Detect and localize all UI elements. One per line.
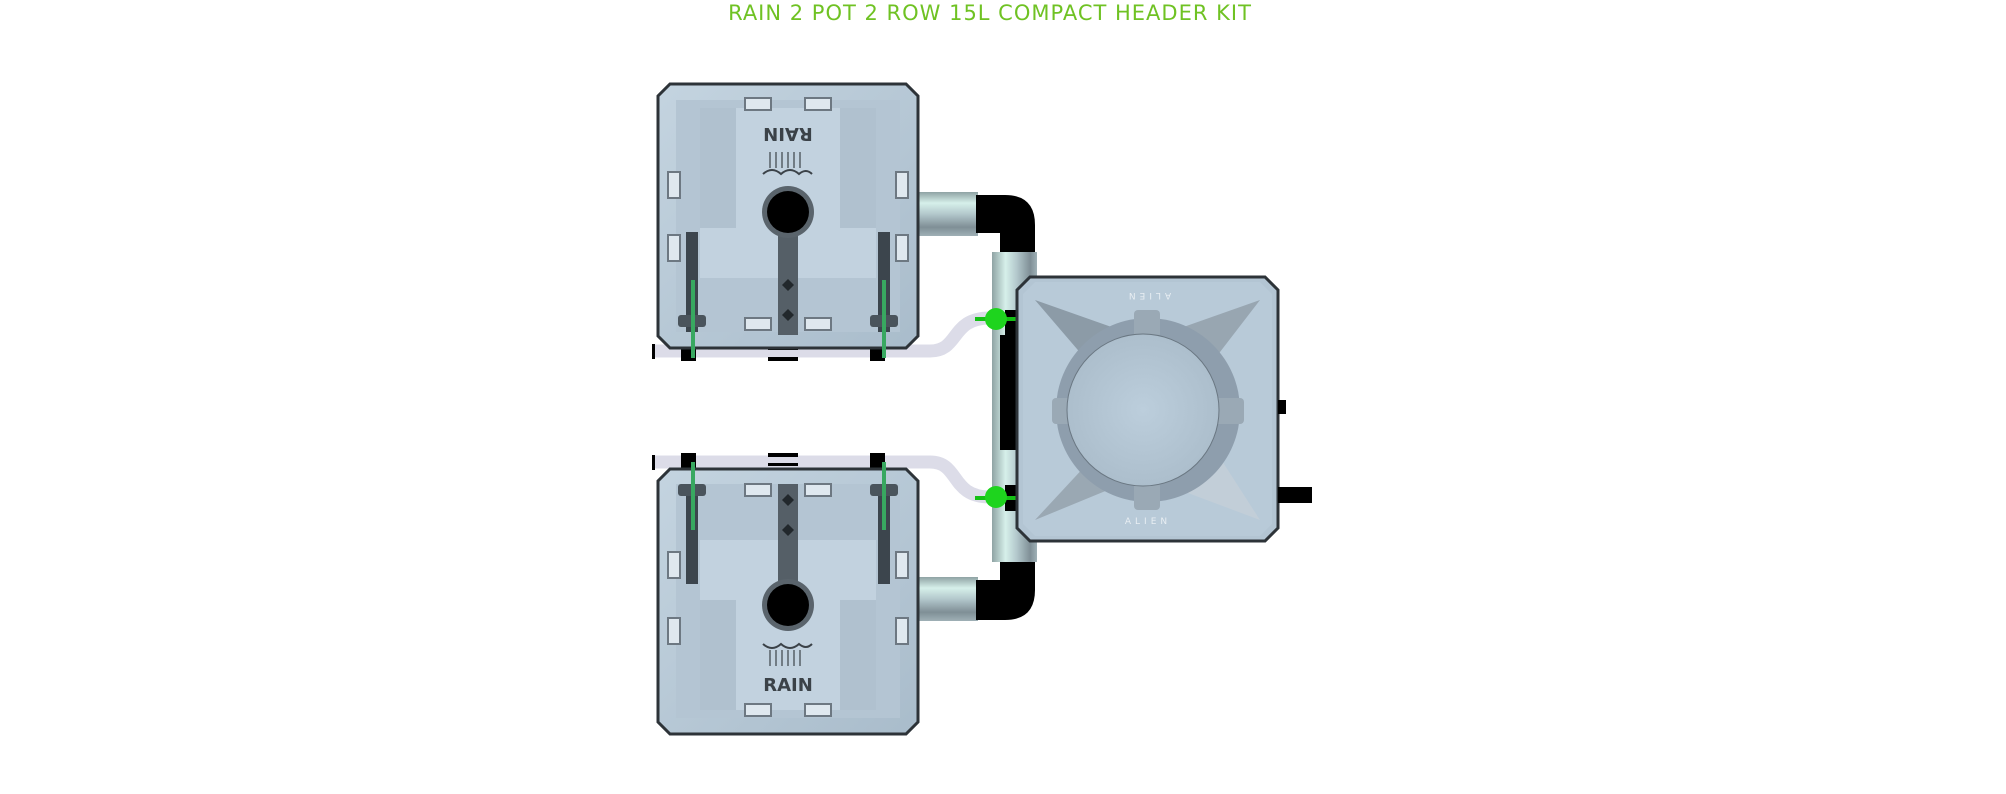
tube-end-cap [652, 455, 655, 470]
tube-clamp [768, 453, 798, 457]
tank-brand-label-top: ALIEN [1125, 290, 1171, 300]
tank-lid [1066, 333, 1220, 487]
tank-outlet-small [1278, 400, 1286, 414]
tube-clamp [870, 453, 885, 469]
valve-bottom[interactable] [975, 485, 1021, 511]
drip-emitter [691, 462, 695, 530]
pot-outlet-hole [767, 584, 809, 626]
tank-drain-outlet[interactable] [1278, 487, 1312, 503]
page-title: RAIN 2 POT 2 ROW 15L COMPACT HEADER KIT [0, 0, 2006, 26]
tube-clamp [768, 463, 798, 466]
drip-emitter [882, 462, 886, 530]
tank-brand-label-bottom: ALIEN [1125, 517, 1171, 527]
elbow-top [976, 195, 1035, 253]
pot-bottom: RAIN [656, 462, 920, 736]
drip-emitter [691, 280, 695, 358]
pot-brand-label: RAIN [763, 675, 813, 696]
pot-top: RAIN [656, 82, 920, 358]
pot-outlet-hole [767, 191, 809, 233]
outlet-pipe-top [914, 192, 978, 236]
elbow-bottom [976, 560, 1035, 620]
tube-clamp [768, 357, 798, 361]
tube-end-cap [652, 344, 655, 359]
drip-emitter [882, 280, 886, 358]
outlet-pipe-bottom [914, 577, 978, 621]
pot-brand-label: RAIN [763, 123, 813, 144]
header-tank: ALIEN ALIEN [1015, 275, 1280, 543]
kit-title: RAIN 2 POT 2 ROW 15L COMPACT HEADER KIT [728, 1, 1252, 25]
